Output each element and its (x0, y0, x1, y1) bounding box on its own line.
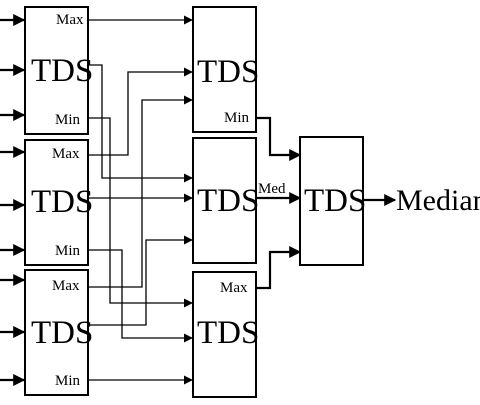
tds-block-left-3-frame (24, 269, 89, 396)
interconnect-wires (88, 15, 193, 385)
port-max-label: Max (52, 278, 80, 294)
port-min-label: Min (55, 243, 81, 259)
tds-block-middle-upper: TDS Min (192, 6, 259, 133)
output: Median (363, 184, 480, 217)
input-arrows (0, 14, 26, 386)
output-label: Median (396, 184, 480, 217)
wire-min2-to-lower (88, 249, 193, 343)
tds-block-left-2-frame (24, 139, 89, 266)
port-max-label: Max (56, 12, 84, 28)
tds-block-middle-lower-frame (192, 271, 257, 398)
tds-block-middle-center-frame (192, 137, 257, 264)
wire-med1-to-center (88, 64, 193, 183)
port-min-label: Min (55, 112, 81, 128)
wire-min1-to-lower (88, 117, 193, 308)
wire-max-to-final (256, 246, 302, 290)
port-max-label: Max (52, 146, 80, 162)
tds-block-label: TDS (304, 183, 366, 219)
tds-block-left-3: Max TDS Min (24, 269, 93, 396)
tds-block-final: TDS (299, 136, 366, 266)
tds-block-label: TDS (31, 315, 93, 351)
tds-block-left-2: Max TDS Min (24, 139, 93, 266)
tds-block-middle-lower: Max TDS (192, 271, 259, 398)
tds-block-final-frame (299, 136, 364, 266)
wire-min-to-final (256, 116, 302, 161)
wire-max2-to-upper (88, 67, 193, 156)
tds-block-label: TDS (31, 53, 93, 89)
tds-block-left-1: Max TDS Min (24, 6, 93, 135)
tds-block-label: TDS (197, 315, 259, 351)
wire-med3-to-center (88, 235, 193, 326)
tds-block-label: TDS (31, 184, 93, 220)
wire-max3-to-upper (88, 95, 193, 288)
port-min-label: Min (55, 373, 81, 389)
port-med-label: Med (258, 181, 286, 197)
port-min-label: Min (224, 110, 250, 126)
tds-block-label: TDS (197, 183, 259, 219)
tds-block-middle-upper-frame (192, 6, 257, 133)
tds-block-middle-center: TDS (192, 137, 259, 264)
port-max-label: Max (220, 280, 248, 296)
final-stage-wires: Med (256, 116, 302, 290)
tds-block-label: TDS (197, 54, 259, 90)
tds-block-left-1-frame (24, 6, 89, 135)
